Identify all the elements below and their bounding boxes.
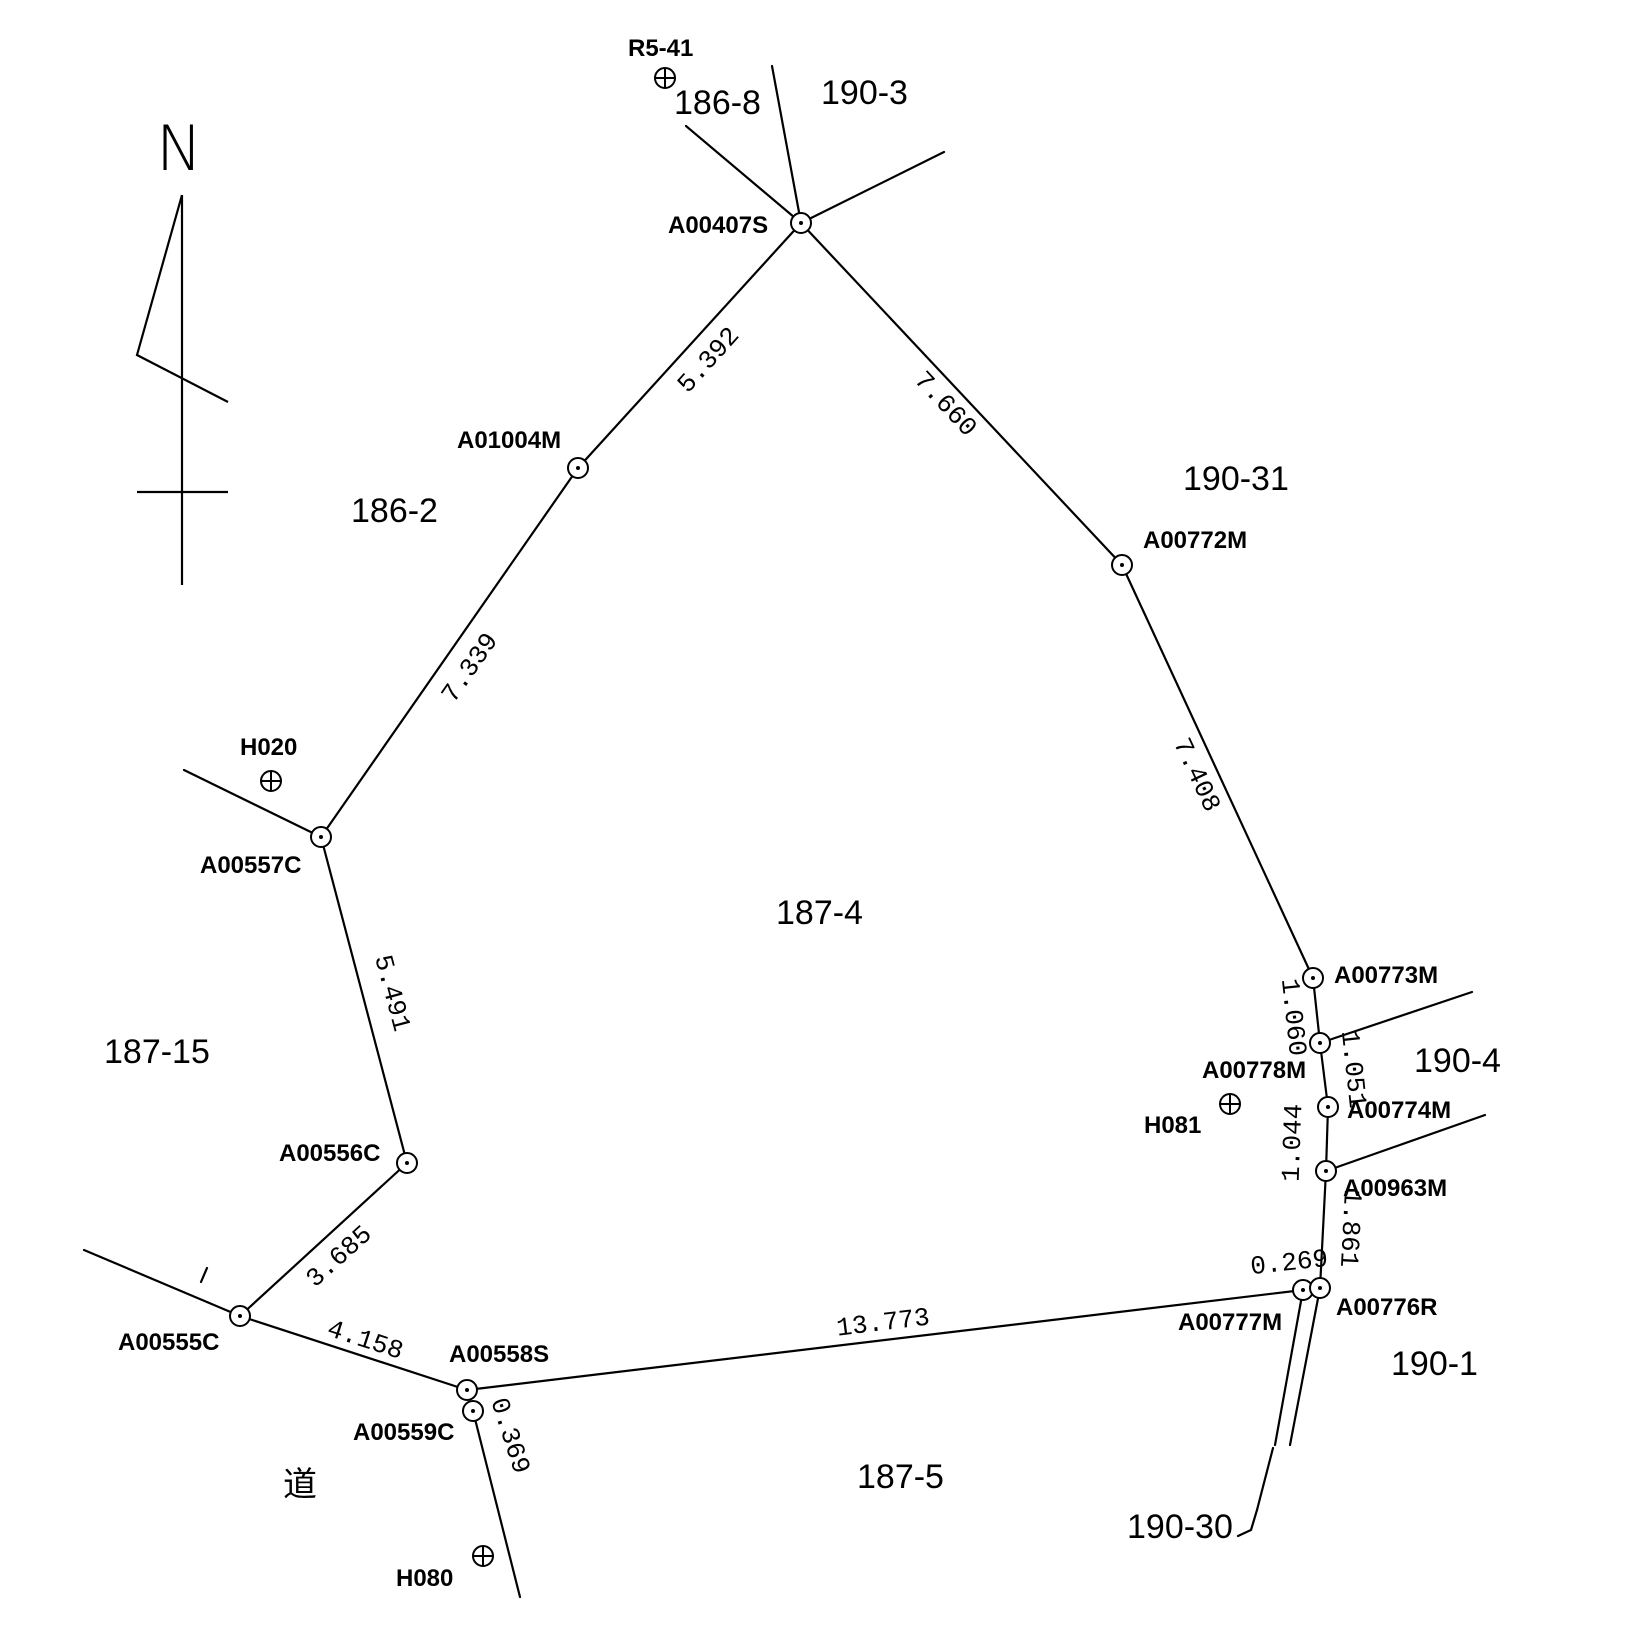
distance-label-5-392: 5.392 bbox=[672, 321, 746, 399]
point-marker-a00778m bbox=[1309, 1032, 1331, 1054]
benchmark-icon-h080 bbox=[472, 1545, 494, 1567]
benchmark-label-h080: H080 bbox=[396, 1565, 453, 1592]
point-marker-a00774m bbox=[1317, 1096, 1339, 1118]
ext-line-187-15-north bbox=[182, 768, 323, 839]
distance-label-0-269: 0.269 bbox=[1249, 1244, 1330, 1282]
benchmark-label-h081: H081 bbox=[1144, 1112, 1201, 1139]
distance-label-1-044: 1.044 bbox=[1277, 1103, 1310, 1182]
north-arrow: N bbox=[135, 112, 229, 585]
parcel-label-187-5: 187-5 bbox=[857, 1458, 944, 1496]
point-label-a00774m: A00774M bbox=[1347, 1097, 1451, 1124]
point-marker-a00558s bbox=[456, 1379, 478, 1401]
ext-line-190-3-east bbox=[799, 150, 946, 225]
distance-label-13-773: 13.773 bbox=[835, 1302, 932, 1343]
benchmark-label-h020: H020 bbox=[240, 734, 297, 761]
distance-label-7-408: 7.408 bbox=[1166, 733, 1226, 816]
ext-line-190-30-west bbox=[1273, 1288, 1305, 1447]
ext-line-190-4-north bbox=[1318, 990, 1474, 1045]
boundary-a00407s-a00772m bbox=[799, 221, 1124, 567]
point-label-a00559c: A00559C bbox=[353, 1419, 454, 1446]
ext-line-190-30-east bbox=[1288, 1286, 1322, 1447]
point-marker-a00555c bbox=[229, 1305, 251, 1327]
point-label-a00776r: A00776R bbox=[1336, 1294, 1437, 1321]
north-label: N bbox=[156, 112, 202, 185]
boundary-a00556c-a00555c bbox=[238, 1161, 409, 1318]
point-marker-a00559c bbox=[462, 1400, 484, 1422]
ext-line-187-15-south bbox=[82, 1248, 242, 1318]
parcel-label-187-15: 187-15 bbox=[104, 1033, 210, 1071]
parcel-label-186-2: 186-2 bbox=[351, 492, 438, 530]
point-label-a00556c: A00556C bbox=[279, 1140, 380, 1167]
point-label-a00773m: A00773M bbox=[1334, 962, 1438, 989]
boundary-a01004m-a00557c bbox=[319, 466, 580, 839]
benchmark-icon-h081 bbox=[1219, 1093, 1241, 1115]
point-labels: A00407S A01004M A00557C A00556C A00555C … bbox=[118, 212, 1451, 1446]
point-marker-a00556c bbox=[396, 1152, 418, 1174]
point-label-a00963m: A00963M bbox=[1343, 1175, 1447, 1202]
point-marker-a00772m bbox=[1111, 554, 1133, 576]
point-marker-a00407s bbox=[790, 212, 812, 234]
benchmark-label-r5-41: R5-41 bbox=[628, 35, 693, 62]
point-label-a00777m: A00777M bbox=[1178, 1309, 1282, 1336]
point-marker-a00773m bbox=[1302, 967, 1324, 989]
boundary-a00773m-a00772m bbox=[1120, 563, 1315, 980]
point-marker-a00776r bbox=[1309, 1277, 1331, 1299]
parcel-label-186-8: 186-8 bbox=[674, 84, 761, 122]
parcel-label-road: 道 bbox=[283, 1466, 317, 1504]
boundary-a00557c-a00556c bbox=[319, 835, 409, 1165]
parcel-label-187-4: 187-4 bbox=[776, 894, 863, 932]
parcel-label-190-4: 190-4 bbox=[1414, 1042, 1501, 1080]
parcel-boundary bbox=[238, 221, 1330, 1392]
point-label-a01004m: A01004M bbox=[457, 427, 561, 454]
leader-190-30 bbox=[1236, 1446, 1275, 1538]
benchmark-icon-r5-41 bbox=[654, 67, 676, 89]
distance-label-5-491: 5.491 bbox=[367, 952, 416, 1035]
ext-line-190-4-south bbox=[1324, 1113, 1487, 1173]
ext-line-190-3-west bbox=[770, 64, 803, 225]
parcel-label-190-31: 190-31 bbox=[1183, 460, 1289, 498]
parcel-labels: 186-8 190-3 186-2 190-31 187-4 187-15 19… bbox=[104, 74, 1501, 1546]
boundary-a00558s-a00777m bbox=[465, 1288, 1305, 1392]
distance-label-3-685: 3.685 bbox=[300, 1220, 378, 1294]
point-marker-a00963m bbox=[1315, 1160, 1337, 1182]
point-marker-a01004m bbox=[567, 457, 589, 479]
benchmark-labels: R5-41 H020 H081 H080 bbox=[240, 35, 1201, 1592]
distance-label-1-051: 1.051 bbox=[1334, 1029, 1372, 1110]
benchmark-icon-h020 bbox=[260, 770, 282, 792]
boundary-a00555c-a00558s bbox=[238, 1314, 469, 1392]
tick-mark bbox=[199, 1266, 209, 1284]
point-label-a00557c: A00557C bbox=[200, 852, 301, 879]
boundary-a00776r-a00963m bbox=[1318, 1169, 1328, 1290]
benchmark-markers bbox=[260, 67, 1241, 1567]
boundary-points bbox=[229, 212, 1339, 1422]
distance-label-4-158: 4.158 bbox=[323, 1314, 406, 1367]
north-arrow-head bbox=[135, 194, 229, 403]
point-label-a00778m: A00778M bbox=[1202, 1057, 1306, 1084]
neighbor-lines bbox=[82, 64, 1487, 1599]
point-marker-a00557c bbox=[310, 826, 332, 848]
parcel-label-190-1: 190-1 bbox=[1391, 1345, 1478, 1383]
point-label-a00772m: A00772M bbox=[1143, 527, 1247, 554]
distance-label-7-339: 7.339 bbox=[436, 627, 505, 708]
parcel-label-190-30: 190-30 bbox=[1127, 1508, 1233, 1546]
distance-label-1-060: 1.060 bbox=[1274, 977, 1312, 1058]
distance-label-0-369: 0.369 bbox=[483, 1394, 536, 1477]
ext-line-186-8 bbox=[684, 124, 803, 225]
ext-line-road bbox=[471, 1409, 522, 1599]
boundary-a00407s-a01004m bbox=[576, 221, 803, 470]
distance-label-1-861: 1.861 bbox=[1333, 1189, 1367, 1268]
point-label-a00558s: A00558S bbox=[449, 1341, 549, 1368]
point-label-a00407s: A00407S bbox=[668, 212, 768, 239]
point-label-a00555c: A00555C bbox=[118, 1329, 219, 1356]
parcel-label-190-3: 190-3 bbox=[821, 74, 908, 112]
